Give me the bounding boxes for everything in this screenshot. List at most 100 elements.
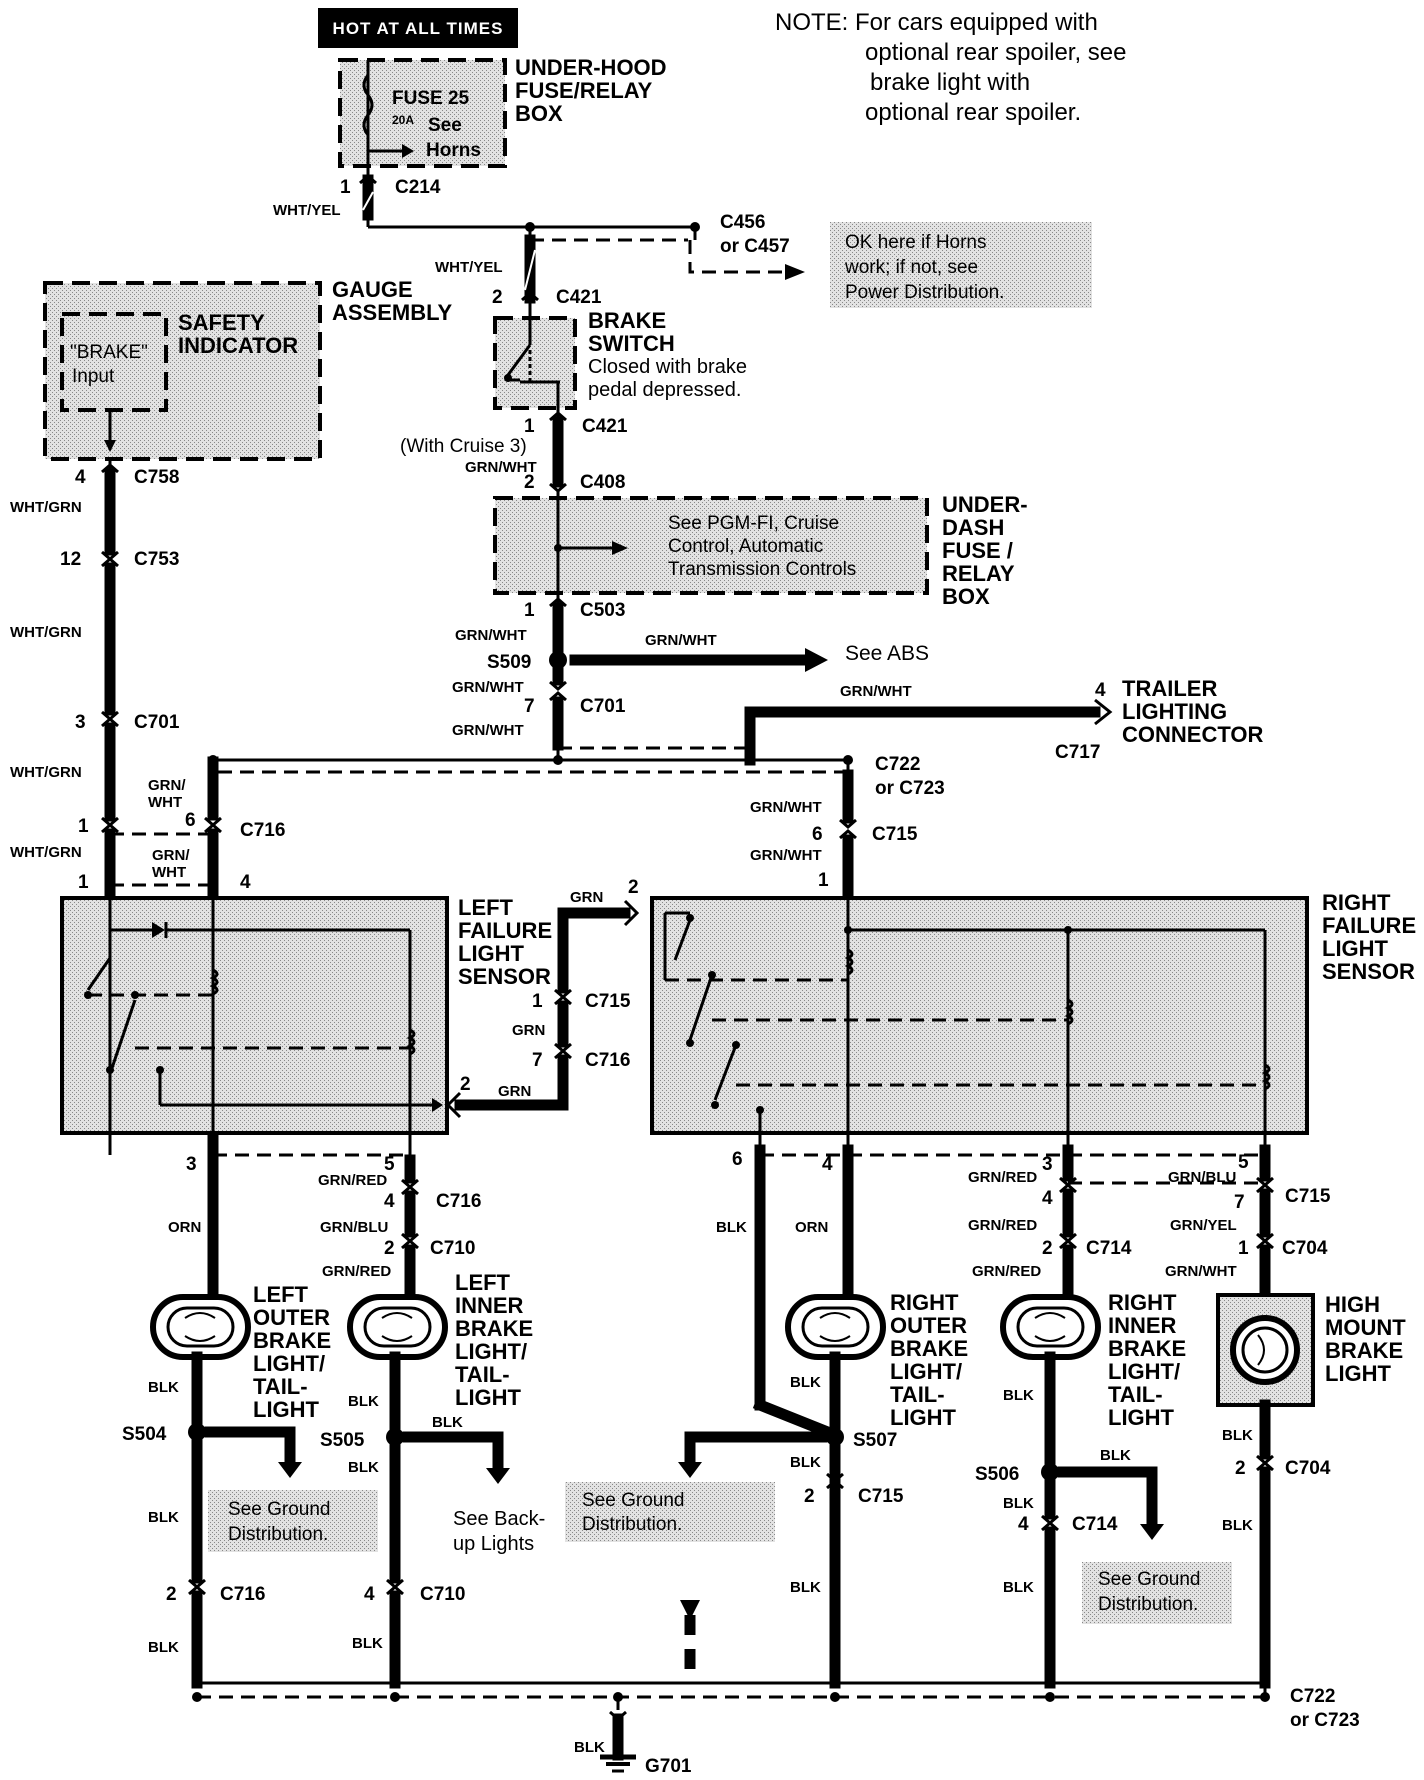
splice-s509: S509 bbox=[487, 652, 531, 673]
right-failure-sensor-box bbox=[650, 896, 1309, 1135]
connector-c717: C717 bbox=[1055, 742, 1100, 763]
right-outer-label-4: LIGHT/ bbox=[890, 1359, 962, 1384]
brake-switch-name-2: SWITCH bbox=[588, 331, 675, 356]
trailer-label-1: TRAILER bbox=[1122, 676, 1217, 701]
pin-label: 1 bbox=[78, 872, 89, 893]
wire-color-label: GRN/BLU bbox=[320, 1219, 388, 1236]
ground-note-b-2: up Lights bbox=[453, 1533, 534, 1555]
coil-icon bbox=[209, 968, 219, 996]
connector-c716: C716 bbox=[220, 1584, 265, 1605]
pin-label: 4 bbox=[364, 1584, 375, 1605]
connector-c715: C715 bbox=[585, 991, 631, 1012]
right-outer-label-1: RIGHT bbox=[890, 1290, 959, 1315]
pin-label: 2 bbox=[1042, 1238, 1053, 1259]
connector-c710: C710 bbox=[430, 1238, 475, 1259]
wire-color-label: WHT/YEL bbox=[435, 259, 503, 276]
brake-switch-box bbox=[493, 316, 577, 410]
wire-color-label: ORN bbox=[168, 1219, 201, 1236]
wire-color-label: GRN bbox=[512, 1022, 545, 1039]
relay-switch-icon bbox=[673, 919, 692, 961]
connector-c714: C714 bbox=[1072, 1514, 1118, 1535]
brake-input-label-2: Input bbox=[72, 366, 115, 387]
coil-icon bbox=[844, 948, 854, 976]
left-sensor-label-1: LEFT bbox=[458, 895, 514, 920]
left-inner-label-5: TAIL- bbox=[455, 1362, 510, 1387]
right-inner-label-4: LIGHT/ bbox=[1108, 1359, 1180, 1384]
diode-icon bbox=[152, 922, 165, 938]
left-inner-label-6: LIGHT bbox=[455, 1385, 522, 1410]
left-outer-label-5: TAIL- bbox=[253, 1374, 308, 1399]
horns-note-box bbox=[830, 222, 1092, 308]
left-outer-label-1: LEFT bbox=[253, 1282, 309, 1307]
coil-icon bbox=[1261, 1063, 1271, 1091]
connector-c716: C716 bbox=[436, 1191, 481, 1212]
connector-c457: or C457 bbox=[720, 236, 790, 257]
wire-color-label: GRN bbox=[498, 1083, 531, 1100]
connector-c701: C701 bbox=[580, 696, 626, 717]
see-abs: See ABS bbox=[845, 642, 929, 665]
pin-label: 4 bbox=[1042, 1188, 1053, 1209]
underdash-see-1: See PGM-FI, Cruise bbox=[668, 513, 839, 534]
horns-note-3: Power Distribution. bbox=[845, 282, 1004, 303]
arrow-icon bbox=[805, 648, 828, 672]
relay-switch-icon bbox=[688, 974, 714, 1041]
safety-indicator-1: SAFETY bbox=[178, 310, 265, 335]
wire-color-label: BLK bbox=[1222, 1517, 1253, 1534]
left-inner-label-1: LEFT bbox=[455, 1270, 511, 1295]
pin-label: 3 bbox=[75, 712, 86, 733]
wire-color-label: GRN/RED bbox=[968, 1217, 1037, 1234]
pin-label: 1 bbox=[532, 991, 543, 1012]
underdash-name-4: RELAY bbox=[942, 561, 1015, 586]
connector-c503: C503 bbox=[580, 600, 625, 621]
wire-color-label: BLK bbox=[1003, 1495, 1034, 1512]
wire-color-label: GRN/WHT bbox=[452, 679, 524, 696]
wire-color-label: GRN/WHT bbox=[465, 459, 537, 476]
horns-note-1: OK here if Horns bbox=[845, 232, 987, 253]
wire-color-label: BLK bbox=[790, 1454, 821, 1471]
connector-c715: C715 bbox=[858, 1486, 904, 1507]
arrow-icon bbox=[402, 144, 414, 158]
wire-color-label: WHT bbox=[148, 794, 182, 811]
wire-color-label: GRN/RED bbox=[322, 1263, 391, 1280]
pin-label: 2 bbox=[628, 877, 639, 898]
wire-color-label: WHT/GRN bbox=[10, 499, 82, 516]
connector-c715: C715 bbox=[1285, 1186, 1331, 1207]
connector-c753: C753 bbox=[134, 549, 179, 570]
connector-c715: C715 bbox=[872, 824, 918, 845]
note-line-1: NOTE: For cars equipped with bbox=[775, 9, 1098, 36]
switch-icon bbox=[506, 344, 532, 376]
pin-label: 1 bbox=[524, 600, 535, 621]
connector-c704: C704 bbox=[1285, 1458, 1331, 1479]
ground-note-b-1: See Back- bbox=[453, 1508, 545, 1530]
pin-label: 1 bbox=[524, 416, 535, 437]
wire-color-label: BLK bbox=[790, 1579, 821, 1596]
underdash-see-3: Transmission Controls bbox=[668, 559, 856, 580]
left-inner-label-2: INNER bbox=[455, 1293, 524, 1318]
ground-note-d-1: See Ground bbox=[1098, 1569, 1200, 1590]
splice-s504: S504 bbox=[122, 1424, 167, 1445]
fusebox-name-3: BOX bbox=[515, 101, 563, 126]
connector-c704: C704 bbox=[1282, 1238, 1328, 1259]
connector-c723: or C723 bbox=[875, 778, 945, 799]
wire-color-label: GRN/ bbox=[148, 777, 186, 794]
wire-color-label: BLK bbox=[1100, 1447, 1131, 1464]
wire-color-label: BLK bbox=[148, 1509, 179, 1526]
right-outer-label-2: OUTER bbox=[890, 1313, 967, 1338]
wire-color-label: WHT bbox=[152, 864, 186, 881]
wire-color-label: WHT/GRN bbox=[10, 764, 82, 781]
pin-label: 4 bbox=[384, 1191, 395, 1212]
relay-switch-icon bbox=[713, 1044, 738, 1101]
right-inner-label-2: INNER bbox=[1108, 1313, 1177, 1338]
hot-badge bbox=[318, 8, 518, 48]
gauge-name-1: GAUGE bbox=[332, 277, 413, 302]
ground-note-d-2: Distribution. bbox=[1098, 1594, 1198, 1615]
note-line-3: brake light with bbox=[870, 69, 1030, 96]
wire-color-label: GRN/WHT bbox=[840, 683, 912, 700]
wire-color-label: GRN/WHT bbox=[1165, 1263, 1237, 1280]
connector-c710: C710 bbox=[420, 1584, 465, 1605]
underdash-name-5: BOX bbox=[942, 584, 990, 609]
high-mount-bulb-icon bbox=[1216, 1293, 1315, 1407]
pin-label: 4 bbox=[822, 1154, 833, 1175]
wire-color-label: GRN/RED bbox=[972, 1263, 1041, 1280]
